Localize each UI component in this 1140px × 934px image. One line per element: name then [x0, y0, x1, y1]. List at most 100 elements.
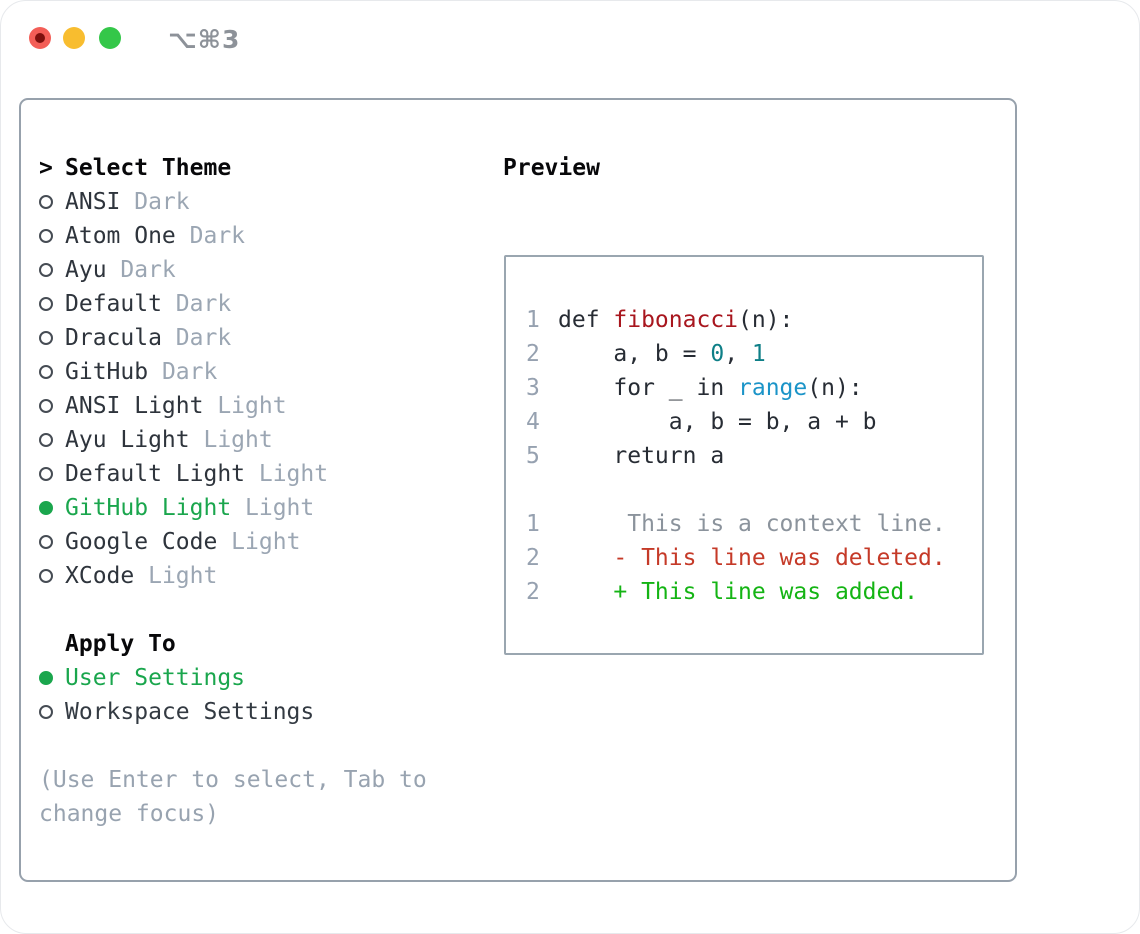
preview-line: 2 - This line was deleted. — [526, 541, 982, 575]
option-label: Google Code — [65, 529, 218, 555]
option-label: Atom One — [65, 223, 176, 249]
radio-unselected-icon — [39, 195, 65, 209]
code-text: for _ in range(n): — [558, 375, 863, 401]
option-label: XCode — [65, 563, 135, 589]
variant-badge: Dark — [161, 291, 232, 317]
code-text: + This line was added. — [558, 579, 919, 605]
line-number: 5 — [526, 443, 540, 469]
zoom-button[interactable] — [99, 27, 121, 49]
variant-badge: Dark — [120, 189, 190, 215]
line-number: 2 — [526, 579, 540, 605]
apply-to-title: Apply To — [65, 631, 176, 657]
preview-line: 2 + This line was added. — [526, 575, 982, 609]
radio-unselected-icon — [39, 569, 65, 583]
line-number: 1 — [526, 307, 540, 333]
theme-option[interactable]: Default Light Light — [39, 457, 489, 491]
option-label: User Settings — [65, 665, 246, 691]
variant-badge: Light — [217, 529, 301, 555]
theme-option[interactable]: ANSI Dark — [39, 185, 489, 219]
theme-option[interactable]: GitHub Light Light — [39, 491, 489, 525]
line-number: 1 — [526, 511, 540, 537]
minimize-button[interactable] — [63, 27, 85, 49]
option-label: GitHub — [65, 359, 149, 385]
code-text: This is a context line. — [558, 511, 946, 537]
radio-unselected-icon — [39, 263, 65, 277]
preview-title: Preview — [503, 155, 600, 181]
theme-option[interactable]: Atom One Dark — [39, 219, 489, 253]
option-label: Dracula — [65, 325, 162, 351]
variant-badge: Dark — [106, 257, 176, 283]
variant-badge: Light — [134, 563, 218, 589]
select-theme-header: > Select Theme — [39, 151, 489, 185]
preview-line: 1 This is a context line. — [526, 507, 982, 541]
close-dot-icon — [35, 33, 45, 43]
radio-unselected-icon — [39, 229, 65, 243]
variant-badge: Light — [203, 393, 287, 419]
theme-option[interactable]: XCode Light — [39, 559, 489, 593]
theme-option[interactable]: ANSI Light Light — [39, 389, 489, 423]
apply-to-option[interactable]: User Settings — [39, 661, 489, 695]
line-number: 3 — [526, 375, 540, 401]
spacer — [39, 593, 489, 627]
theme-option[interactable]: Google Code Light — [39, 525, 489, 559]
radio-unselected-icon — [39, 297, 65, 311]
radio-selected-icon — [39, 671, 65, 685]
radio-unselected-icon — [39, 365, 65, 379]
apply-to-header: Apply To — [39, 627, 489, 661]
variant-badge: Dark — [175, 223, 246, 249]
option-label: Default — [65, 291, 162, 317]
variant-badge: Dark — [161, 325, 232, 351]
radio-unselected-icon — [39, 331, 65, 345]
line-number: 4 — [526, 409, 540, 435]
variant-badge: Light — [231, 495, 315, 521]
option-label: Ayu — [65, 257, 107, 283]
theme-option[interactable]: Ayu Light Light — [39, 423, 489, 457]
preview-line — [526, 473, 982, 507]
option-label: GitHub Light — [65, 495, 232, 521]
code-text: def fibonacci(n): — [558, 307, 794, 333]
theme-option[interactable]: Ayu Dark — [39, 253, 489, 287]
code-text: return a — [558, 443, 725, 469]
line-number: 2 — [526, 341, 540, 367]
variant-badge: Dark — [148, 359, 218, 385]
variant-badge: Light — [189, 427, 273, 453]
radio-unselected-icon — [39, 705, 65, 719]
option-label: Workspace Settings — [65, 699, 315, 725]
theme-option[interactable]: Default Dark — [39, 287, 489, 321]
code-text: a, b = b, a + b — [558, 409, 877, 435]
line-number: 2 — [526, 545, 540, 571]
radio-selected-icon — [39, 501, 65, 515]
titlebar: ⌥⌘3 — [1, 1, 1139, 75]
apply-to-option[interactable]: Workspace Settings — [39, 695, 489, 729]
option-label: ANSI — [65, 189, 121, 215]
variant-badge: Light — [245, 461, 329, 487]
preview-line: 4 a, b = b, a + b — [526, 405, 982, 439]
option-label: Default Light — [65, 461, 246, 487]
preview-line: 5 return a — [526, 439, 982, 473]
select-theme-title: Select Theme — [65, 155, 232, 181]
option-label: Ayu Light — [65, 427, 190, 453]
preview-line: 1 def fibonacci(n): — [526, 303, 982, 337]
preview-line: 2 a, b = 0, 1 — [526, 337, 982, 371]
window-title: ⌥⌘3 — [168, 25, 241, 54]
radio-unselected-icon — [39, 467, 65, 481]
code-text: a, b = 0, 1 — [558, 341, 766, 367]
prompt-caret: > — [39, 155, 53, 181]
code-text: - This line was deleted. — [558, 545, 946, 571]
option-label: ANSI Light — [65, 393, 204, 419]
preview-line: 3 for _ in range(n): — [526, 371, 982, 405]
close-button[interactable] — [29, 27, 51, 49]
hint-text: (Use Enter to select, Tab to change focu… — [39, 767, 427, 827]
theme-option[interactable]: Dracula Dark — [39, 321, 489, 355]
spacer — [39, 729, 489, 763]
radio-unselected-icon — [39, 433, 65, 447]
theme-option[interactable]: GitHub Dark — [39, 355, 489, 389]
radio-unselected-icon — [39, 399, 65, 413]
